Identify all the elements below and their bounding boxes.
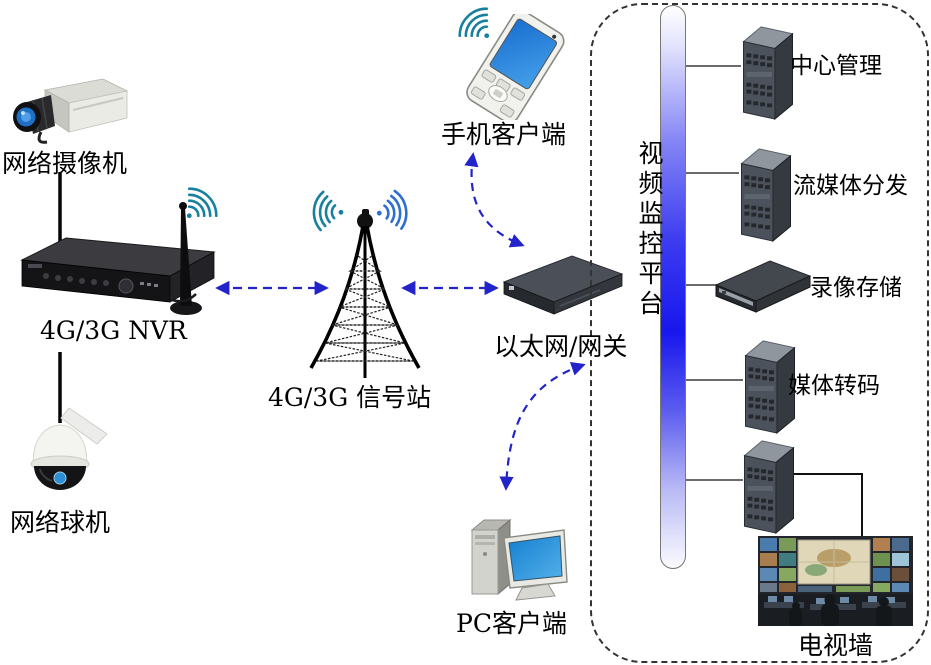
server-storage-label: 录像存储 bbox=[810, 275, 902, 301]
tv-wall-label: 电视墙 bbox=[798, 631, 874, 660]
platform-label: 视频监控平台 bbox=[635, 140, 664, 320]
gateway-icon bbox=[502, 255, 624, 315]
dome-camera-icon bbox=[30, 407, 108, 490]
tv-wall-image bbox=[758, 536, 913, 626]
nvr-label: 4G/3G NVR bbox=[40, 316, 187, 345]
server-transcode-label: 媒体转码 bbox=[788, 373, 880, 399]
pc-icon bbox=[470, 518, 568, 601]
mobile-client-label: 手机客户端 bbox=[441, 120, 567, 149]
arrow-gateway-pc bbox=[499, 361, 586, 491]
server-central-mgmt-label: 中心管理 bbox=[790, 53, 882, 79]
server-stream-dist-label: 流媒体分发 bbox=[793, 173, 908, 199]
server-central-mgmt-icon bbox=[742, 26, 794, 121]
wifi-icon-tower-right bbox=[376, 189, 408, 230]
network-camera-icon bbox=[13, 78, 129, 144]
signal-tower-icon bbox=[309, 209, 421, 378]
dome-camera-label: 网络球机 bbox=[10, 508, 111, 537]
server-transcode-icon bbox=[744, 340, 796, 435]
arrow-gateway-mobile bbox=[464, 152, 525, 248]
nvr-icon bbox=[20, 202, 216, 315]
pc-client-label: PC客户端 bbox=[456, 609, 567, 638]
wifi-icon-mobile bbox=[458, 7, 490, 39]
mobile-phone-icon bbox=[466, 14, 565, 120]
server-stream-dist-icon bbox=[740, 148, 792, 243]
server-storage-icon bbox=[714, 260, 812, 313]
network-camera-label: 网络摄像机 bbox=[2, 149, 128, 178]
wifi-icon-tower-left bbox=[312, 190, 344, 232]
signal-tower-label: 4G/3G 信号站 bbox=[268, 383, 432, 412]
server-tvwall-icon bbox=[743, 440, 795, 535]
platform-gradient-bar bbox=[660, 5, 686, 569]
wifi-icon-nvr bbox=[186, 187, 218, 219]
gateway-label: 以太网/网关 bbox=[494, 332, 628, 361]
